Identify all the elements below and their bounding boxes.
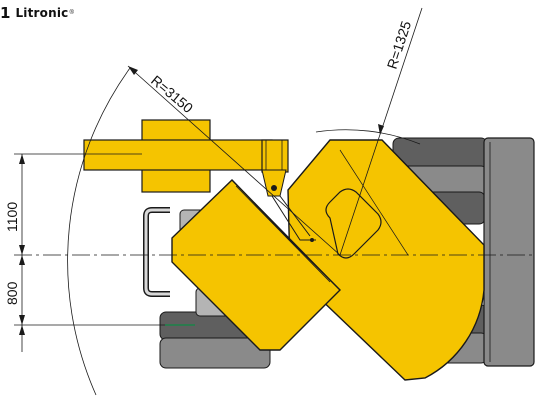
boom-arm bbox=[83, 119, 289, 197]
track-pad bbox=[159, 337, 271, 369]
height-label-lower: 800 bbox=[4, 281, 20, 305]
brand-logo: 1 Litronic ® bbox=[0, 4, 74, 22]
dozer-frame bbox=[143, 207, 195, 326]
upper-structure bbox=[171, 139, 485, 381]
rear-plate bbox=[483, 137, 535, 367]
radius-label-outer: R=3150 bbox=[148, 72, 196, 116]
registered-mark: ® bbox=[69, 10, 74, 16]
height-label-upper: 1100 bbox=[4, 202, 20, 232]
brand-name: Litronic bbox=[15, 6, 69, 20]
brand-mark: 1 bbox=[0, 3, 11, 22]
dimension-lines bbox=[14, 7, 535, 396]
